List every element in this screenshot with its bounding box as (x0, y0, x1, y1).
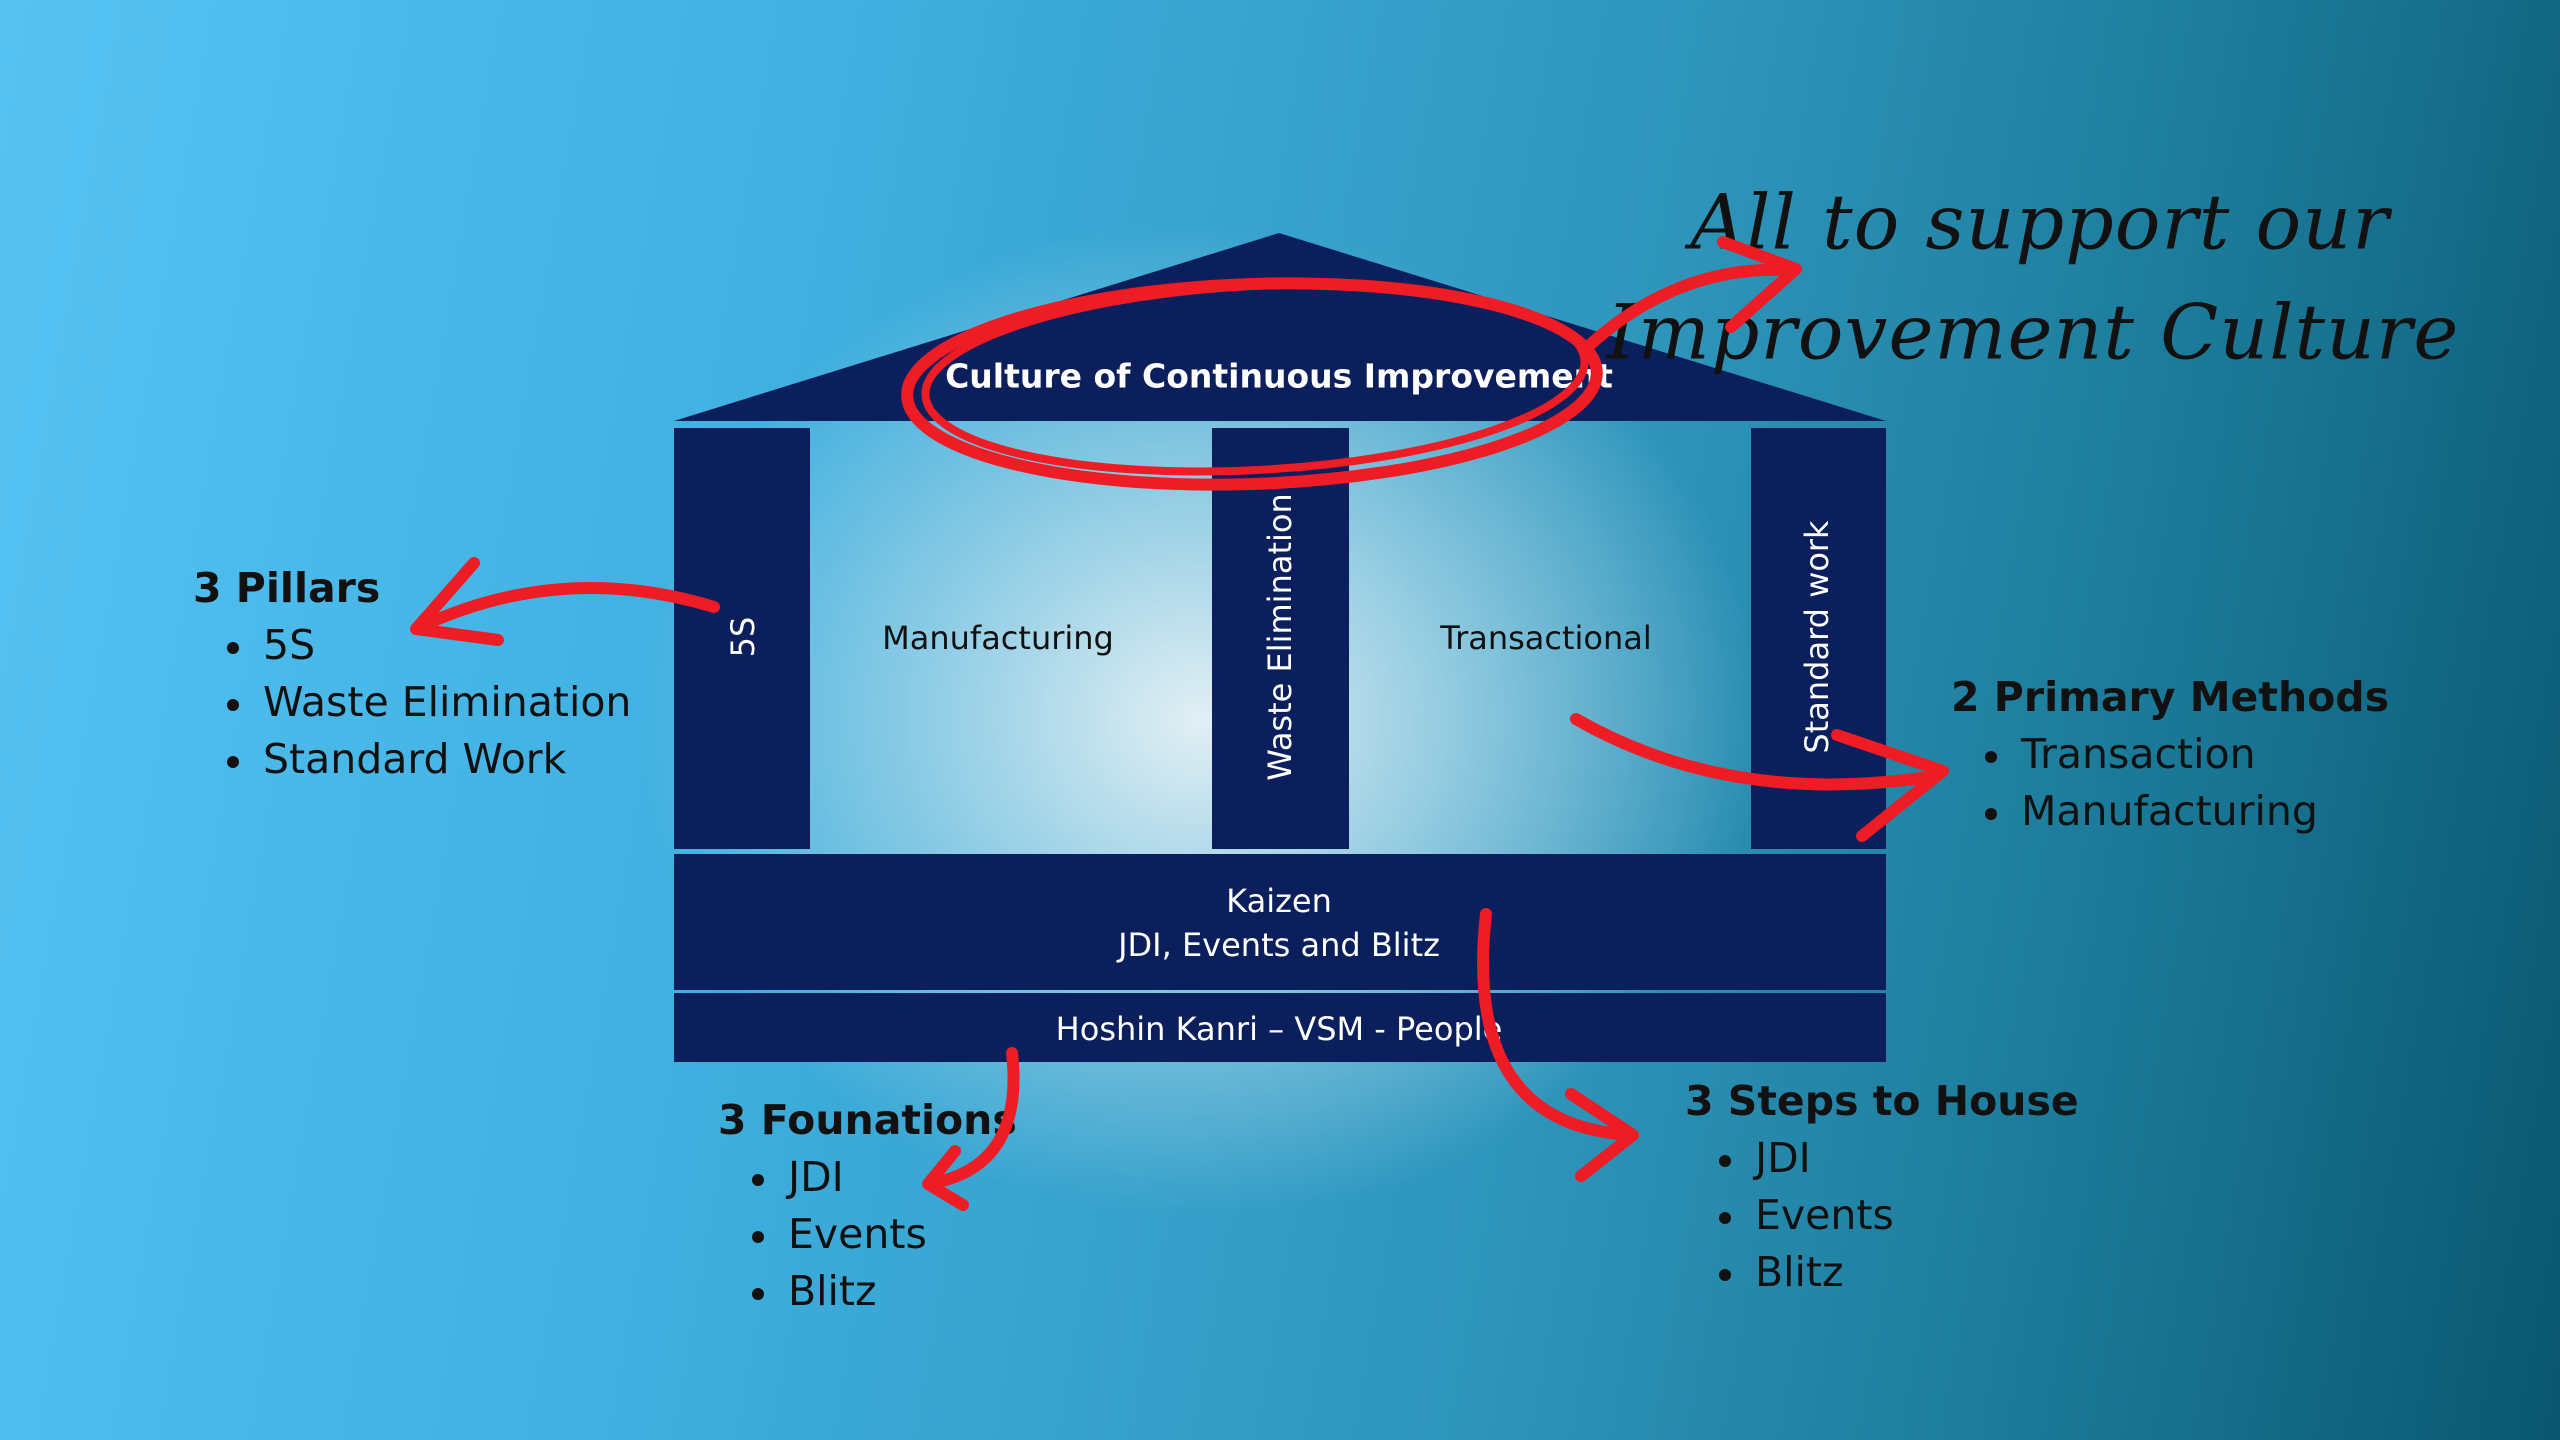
list-item: Transaction (1951, 726, 2389, 783)
list-item: JDI (1685, 1130, 2079, 1187)
kaizen-sublabel: JDI, Events and Blitz (1118, 926, 1440, 964)
steps-list: 3 Steps to House JDI Events Blitz (1685, 1073, 2079, 1301)
kaizen-label: Kaizen (1226, 882, 1332, 920)
list-item: Blitz (1685, 1244, 2079, 1301)
annotation-line2: Improvement Culture (1606, 287, 2460, 377)
list-item: Manufacturing (1951, 783, 2389, 840)
arrow-to-steps (1477, 908, 1639, 1182)
list-title: 2 Primary Methods (1951, 673, 2390, 721)
list-item: Blitz (718, 1263, 1017, 1320)
foundations-list: 3 Founations JDI Events Blitz (718, 1092, 1017, 1320)
roof-label: Culture of Continuous Improvement (945, 356, 1613, 396)
pillars-list: 3 Pillars 5S Waste Elimination Standard … (193, 560, 631, 788)
list-title: 3 Founations (718, 1096, 1017, 1144)
arrow-to-foundations (922, 1047, 1020, 1211)
list-item: Events (718, 1206, 1017, 1263)
list-item: Events (1685, 1187, 2079, 1244)
arrow-to-pillars (410, 557, 720, 646)
list-item: 5S (193, 617, 631, 674)
space-label-manufacturing: Manufacturing (882, 619, 1114, 657)
annotation-line1: All to support our (1690, 177, 2390, 267)
pillar-5s (674, 428, 810, 849)
kaizen-band (674, 854, 1886, 990)
arrow-to-annotation (1586, 236, 1802, 349)
list-title: 3 Pillars (193, 564, 381, 612)
highlight-circle-stroke (921, 280, 1589, 476)
foundation-label: Hoshin Kanri – VSM - People (1055, 1010, 1503, 1048)
pillar-waste-elimination (1212, 428, 1349, 849)
list-item: Standard Work (193, 731, 631, 788)
list-title: 3 Steps to House (1685, 1077, 2079, 1125)
arrow-to-methods (1570, 713, 1949, 842)
list-item: Waste Elimination (193, 674, 631, 731)
space-label-transactional: Transactional (1440, 619, 1652, 657)
list-item: JDI (718, 1149, 1017, 1206)
foundation-band (674, 993, 1886, 1062)
methods-list: 2 Primary Methods Transaction Manufactur… (1951, 669, 2389, 840)
